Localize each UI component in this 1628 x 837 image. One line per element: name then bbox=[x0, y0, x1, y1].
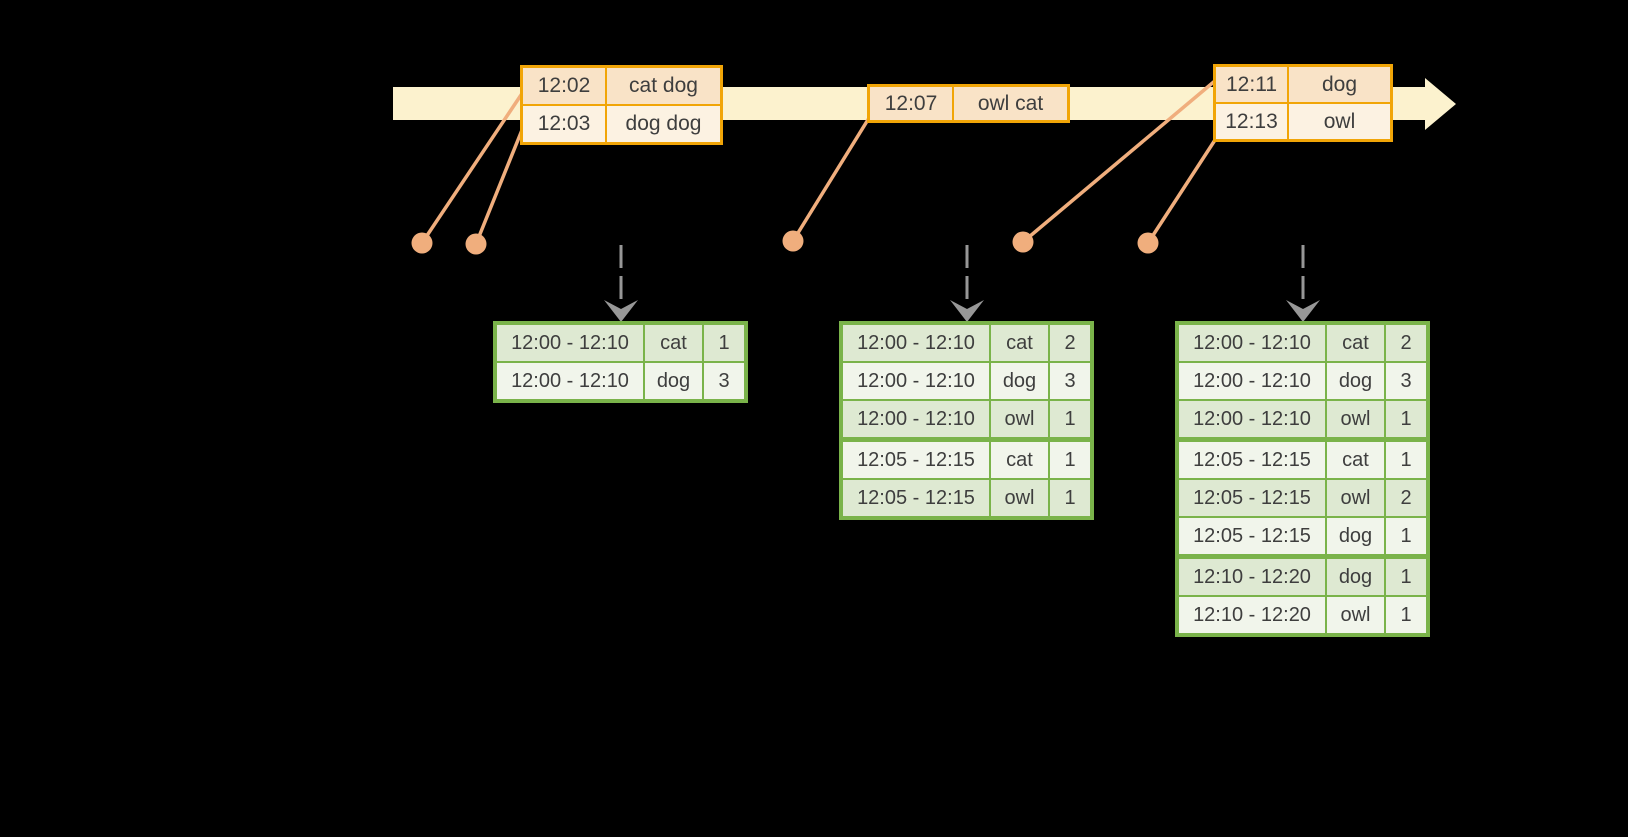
window-cell: 12:00 - 12:10 bbox=[1179, 325, 1325, 361]
word-cell: cat bbox=[1327, 325, 1384, 361]
window-cell: 12:05 - 12:15 bbox=[843, 480, 989, 516]
word-cell: cat bbox=[1327, 442, 1384, 478]
window-cell: 12:00 - 12:10 bbox=[497, 325, 643, 361]
window-cell: 12:05 - 12:15 bbox=[1179, 442, 1325, 478]
word-cell: dog bbox=[1327, 518, 1384, 554]
word-cell: cat bbox=[991, 442, 1048, 478]
event-time-cell: 12:02 bbox=[523, 68, 605, 104]
event-dot bbox=[1012, 231, 1034, 253]
word-cell: dog bbox=[1327, 559, 1384, 595]
word-cell: dog bbox=[645, 363, 702, 399]
count-cell: 1 bbox=[1050, 480, 1090, 516]
word-cell: cat bbox=[645, 325, 702, 361]
count-cell: 1 bbox=[1386, 401, 1426, 437]
event-dot bbox=[465, 233, 487, 255]
event-time-cell: 12:07 bbox=[870, 87, 952, 120]
event-connector-line bbox=[1021, 78, 1218, 244]
count-cell: 3 bbox=[704, 363, 744, 399]
event-connector-line bbox=[420, 91, 525, 244]
word-cell: owl bbox=[1327, 597, 1384, 633]
count-cell: 1 bbox=[1050, 401, 1090, 437]
word-cell: dog bbox=[1327, 363, 1384, 399]
window-cell: 12:05 - 12:15 bbox=[1179, 518, 1325, 554]
event-dot bbox=[782, 230, 804, 252]
event-words-cell: owl bbox=[1289, 104, 1390, 139]
count-cell: 2 bbox=[1386, 325, 1426, 361]
trigger-arrowhead-icon bbox=[1286, 300, 1320, 322]
trigger-arrowhead-icon bbox=[604, 300, 638, 322]
event-connector-line bbox=[474, 129, 524, 245]
count-cell: 3 bbox=[1386, 363, 1426, 399]
window-cell: 12:00 - 12:10 bbox=[1179, 363, 1325, 399]
word-cell: owl bbox=[1327, 401, 1384, 437]
count-cell: 1 bbox=[704, 325, 744, 361]
window-cell: 12:10 - 12:20 bbox=[1179, 559, 1325, 595]
event-words-cell: dog bbox=[1289, 67, 1390, 102]
window-cell: 12:05 - 12:15 bbox=[843, 442, 989, 478]
event-dot bbox=[411, 232, 433, 254]
window-cell: 12:00 - 12:10 bbox=[843, 325, 989, 361]
event-time-cell: 12:03 bbox=[523, 106, 605, 142]
word-cell: dog bbox=[991, 363, 1048, 399]
word-cell: owl bbox=[991, 401, 1048, 437]
count-cell: 1 bbox=[1386, 518, 1426, 554]
window-cell: 12:05 - 12:15 bbox=[1179, 480, 1325, 516]
count-cell: 1 bbox=[1386, 442, 1426, 478]
event-connector-line bbox=[791, 117, 871, 242]
event-connector-line bbox=[1146, 139, 1217, 244]
event-words-cell: dog dog bbox=[607, 106, 720, 142]
word-cell: owl bbox=[991, 480, 1048, 516]
event-time-cell: 12:13 bbox=[1216, 104, 1287, 139]
event-time-cell: 12:11 bbox=[1216, 67, 1287, 102]
count-cell: 2 bbox=[1386, 480, 1426, 516]
count-cell: 1 bbox=[1050, 442, 1090, 478]
window-cell: 12:10 - 12:20 bbox=[1179, 597, 1325, 633]
window-cell: 12:00 - 12:10 bbox=[843, 363, 989, 399]
event-words-cell: owl cat bbox=[954, 87, 1067, 120]
count-cell: 1 bbox=[1386, 559, 1426, 595]
count-cell: 2 bbox=[1050, 325, 1090, 361]
event-dot bbox=[1137, 232, 1159, 254]
word-cell: owl bbox=[1327, 480, 1384, 516]
count-cell: 1 bbox=[1386, 597, 1426, 633]
count-cell: 3 bbox=[1050, 363, 1090, 399]
window-cell: 12:00 - 12:10 bbox=[1179, 401, 1325, 437]
trigger-arrowhead-icon bbox=[950, 300, 984, 322]
timeline-arrowhead-icon bbox=[1425, 78, 1456, 130]
event-words-cell: cat dog bbox=[607, 68, 720, 104]
window-cell: 12:00 - 12:10 bbox=[843, 401, 989, 437]
window-cell: 12:00 - 12:10 bbox=[497, 363, 643, 399]
word-cell: cat bbox=[991, 325, 1048, 361]
